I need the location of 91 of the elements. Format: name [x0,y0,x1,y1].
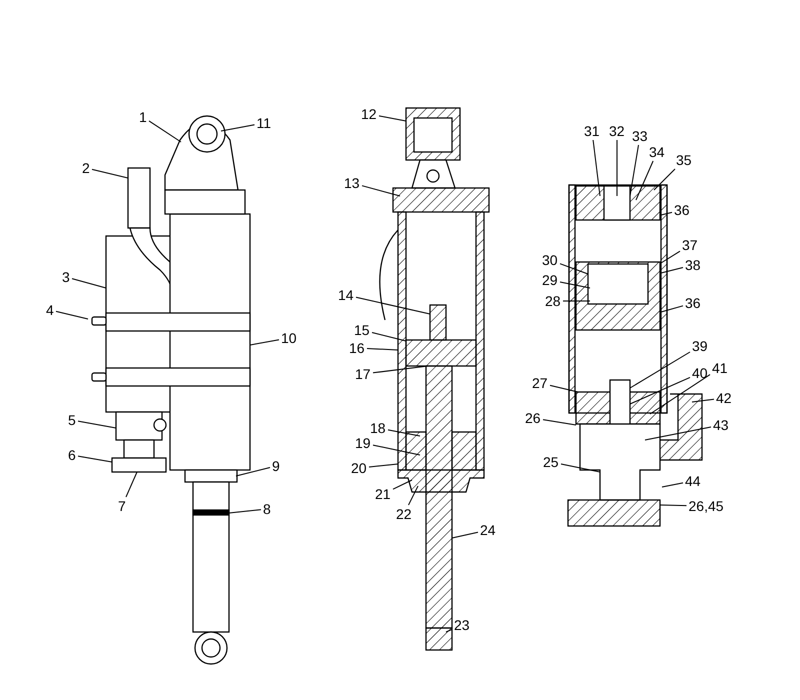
callout-number: 9 [272,458,280,474]
callout-number: 22 [396,506,412,522]
callout-number: 23 [454,617,470,633]
callout-number: 12 [361,106,377,122]
leader-line [616,140,618,196]
callout-number: 29 [542,272,558,288]
callout-number: 27 [532,375,548,391]
callout-number: 1 [139,109,147,125]
leader-line [372,366,428,374]
leader-line [72,278,106,288]
callout-number: 2 [82,160,90,176]
leader-line [56,310,88,320]
leader-line [126,472,138,498]
callout-number: 40 [692,365,708,381]
leader-line [630,144,639,196]
leader-line [368,464,398,468]
leader-line [630,352,690,388]
callout-number: 11 [256,115,272,131]
callout-number: 35 [676,152,692,168]
callout-number: 6 [68,447,76,463]
callout-number: 36 [674,202,690,218]
callout-number: 20 [351,460,367,476]
leader-line [560,282,590,288]
leader-line [372,332,406,342]
callout-number: 39 [692,338,708,354]
callout-number: 31 [584,123,600,139]
callout-number: 25 [543,454,559,470]
callout-number: 30 [542,252,558,268]
leader-line [408,486,418,506]
leader-line [250,339,280,346]
leader-line [78,420,116,428]
callout-number: 8 [263,501,271,517]
callout-number: 33 [632,128,648,144]
callout-number: 26,45 [688,498,724,514]
leader-line [356,296,430,314]
leader-line [78,456,112,462]
leader-line [92,168,128,178]
leader-line [446,628,452,632]
callout-number: 3 [62,269,70,285]
leader-line [560,464,600,472]
leader-line [362,185,400,196]
leader-line [372,444,420,456]
callout-number: 13 [344,175,360,191]
leader-line [654,168,676,190]
leader-line [562,300,590,302]
callout-number: 44 [685,473,701,489]
callout-number: 15 [354,322,370,338]
leader-line [630,376,690,404]
callout-number: 41 [712,360,728,376]
callout-number: 42 [716,390,732,406]
leader-line [592,140,600,196]
leader-line [662,482,684,488]
callout-number: 14 [338,287,354,303]
leader-line [660,212,672,216]
leader-line [660,250,680,264]
callout-number: 34 [649,144,665,160]
leader-line [388,429,420,436]
leader-line [660,504,687,506]
callout-number: 24 [480,522,496,538]
callout-number: 37 [682,237,698,253]
leader-line [560,263,588,274]
callout-number: 7 [118,498,126,514]
callout-number: 10 [281,330,297,346]
leader-line [692,398,714,402]
callout-number: 5 [68,412,76,428]
callout-number: 32 [609,123,625,139]
leader-line [452,532,478,538]
callout-number: 21 [375,486,391,502]
leader-line [650,374,710,414]
leader-line [542,419,576,426]
leader-line [392,480,412,490]
callout-number: 16 [349,340,365,356]
callout-number: 28 [545,293,561,309]
callout-number: 17 [355,366,371,382]
callout-number: 18 [370,420,386,436]
leader-line [636,160,654,200]
leader-line [228,509,262,514]
callout-number: 26 [525,410,541,426]
leader-line [660,267,684,274]
leader-line [236,467,270,476]
leader-line [378,115,406,122]
callout-number: 43 [713,417,729,433]
callout-number: 36 [685,295,701,311]
callout-number: 38 [685,257,701,273]
leader-line [366,348,398,350]
leader-line [550,384,578,392]
callout-number: 4 [46,302,54,318]
leader-line [220,124,255,132]
callout-number: 19 [355,435,371,451]
leader-line [148,120,182,142]
leader-line [660,305,684,312]
